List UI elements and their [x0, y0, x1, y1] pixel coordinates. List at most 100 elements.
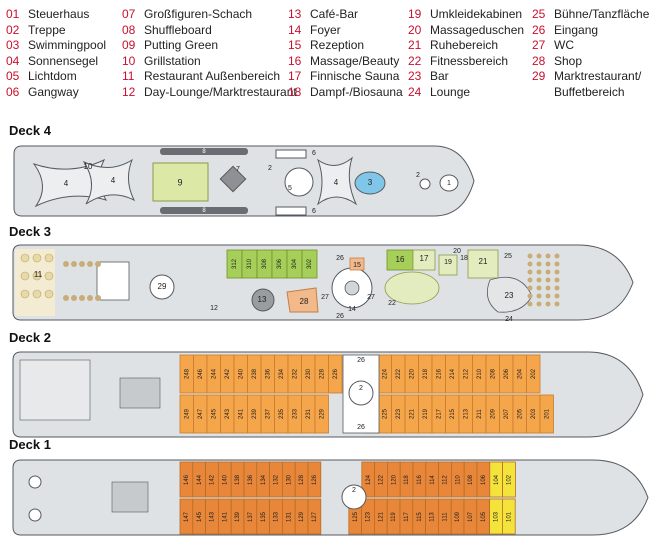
legend-number: 12 [122, 84, 136, 99]
lounge-seat-icon [527, 253, 533, 259]
deck-1-hull [12, 459, 649, 536]
stair-icon [348, 380, 374, 406]
deck4-label-lichtdom: 5 [288, 185, 292, 192]
lounge-seat-icon [545, 285, 551, 291]
lounge-seat-icon [554, 285, 560, 291]
deck-1-title: Deck 1 [9, 437, 51, 452]
deck4-label-putting-green: 9 [177, 177, 182, 187]
chair-icon [71, 261, 77, 267]
cabin-number-deck2: 220 [409, 368, 415, 379]
cabin-number-deck2: 228 [319, 368, 325, 379]
legend-number: 14 [288, 22, 302, 37]
cabin-number-deck2: 224 [382, 368, 388, 379]
cabin-number-deck1: 120 [391, 474, 397, 485]
legend-number: 10 [122, 53, 136, 68]
cabin-number-deck2: 241 [238, 408, 244, 419]
cabin-number-deck2: 215 [450, 408, 456, 419]
cabin-number-deck2: 243 [225, 408, 231, 419]
rest-area [467, 249, 499, 279]
cabin-number-deck1: 108 [468, 474, 474, 485]
legend-label: Umkleidekabinen [430, 7, 523, 21]
lounge-seat-icon [536, 261, 542, 267]
table-icon [44, 253, 54, 263]
deck3-label-buehne: 25 [504, 253, 512, 260]
lounge-seat-icon [536, 269, 542, 275]
swimming-pool [354, 171, 386, 195]
legend-label: Eingang [554, 22, 599, 37]
legend-label: Rezeption [310, 38, 365, 52]
cabin-number-deck1: 137 [248, 511, 254, 522]
sun-sail-shape [82, 158, 136, 205]
cabin-number-deck2: 238 [252, 368, 258, 379]
cabin-number-deck2: 210 [477, 368, 483, 379]
cabin-number-deck1: 126 [312, 474, 318, 485]
cabin-number-deck2: 209 [490, 408, 496, 419]
lounge-seat-icon [554, 261, 560, 267]
cabin-number-deck3: 306 [277, 258, 283, 269]
cabin-number-deck1: 102 [507, 474, 513, 485]
stair-block [119, 377, 161, 409]
cabin-number-deck2: 232 [292, 368, 298, 379]
cabin-number-deck2: 245 [211, 408, 217, 419]
legend-label: Grillstation [144, 53, 201, 68]
buffet-counter [96, 261, 130, 301]
sun-sail-shape [32, 158, 108, 208]
legend-item-13: 13 Café-Bar [288, 7, 358, 21]
deck3-label-eingang: 26 [336, 313, 344, 320]
legend-number: 09 [122, 38, 136, 52]
deck4-label-sonnensegel: 4 [334, 178, 339, 187]
legend-label: Massageduschen [430, 22, 525, 37]
legend-label: Lounge [430, 84, 471, 99]
legend-number: 27 [532, 38, 546, 52]
cabin-number-deck2: 212 [463, 368, 469, 379]
legend-number: 28 [532, 53, 546, 68]
lounge-seat-icon [536, 301, 542, 307]
shuffleboard-bottom [160, 207, 248, 214]
shuffleboard-top [160, 148, 248, 155]
deck4-label-treppe: 2 [416, 172, 420, 179]
cabin-number-deck1: 139 [235, 511, 241, 522]
cabin-number-deck1: 106 [481, 474, 487, 485]
deck3-label-foyer: 14 [348, 306, 356, 313]
cabin-number-deck2: 206 [504, 368, 510, 379]
legend-label: Lichtdom [28, 69, 77, 83]
light-dome [284, 167, 314, 197]
legend-number: 16 [288, 53, 302, 68]
cabin-number-deck1: 118 [404, 475, 410, 485]
cabin-number-deck2: 201 [544, 408, 550, 419]
cabin-number-deck1: 101 [506, 511, 512, 522]
legend-number: 29 [532, 69, 546, 83]
cabin-number-deck3: 302 [307, 258, 313, 269]
legend-label: Ruhebereich [430, 38, 499, 52]
cabin-number-deck2: 221 [409, 408, 415, 419]
deck4-label-sonnensegel: 4 [111, 176, 116, 185]
cabin-number-deck1: 103 [494, 511, 500, 522]
legend-number: 13 [288, 7, 302, 21]
chair-icon [71, 295, 77, 301]
cabin-number-deck2: 218 [423, 368, 429, 379]
legend-label: Dampf-/Biosauna [310, 84, 403, 99]
cabin-number-deck1: 107 [468, 511, 474, 522]
cabin-number-deck2: 246 [198, 368, 204, 379]
cabin-number-deck1: 147 [184, 511, 190, 522]
deck3-label-wc: 27 [367, 294, 375, 301]
legend-label: Café-Bar [310, 7, 359, 21]
stair-icon [341, 484, 367, 510]
chair-icon [87, 261, 93, 267]
cabin-number-deck1: 113 [430, 512, 436, 522]
legend-label: Steuerhaus [28, 7, 90, 21]
cabin-number-deck1: 109 [455, 511, 461, 522]
deck4-label-pool: 3 [368, 178, 373, 187]
cabin-number-deck1: 141 [222, 511, 228, 522]
lounge-seat-icon [545, 253, 551, 259]
cabin-number-deck2: 233 [292, 408, 298, 419]
legend-number: 07 [122, 7, 136, 21]
